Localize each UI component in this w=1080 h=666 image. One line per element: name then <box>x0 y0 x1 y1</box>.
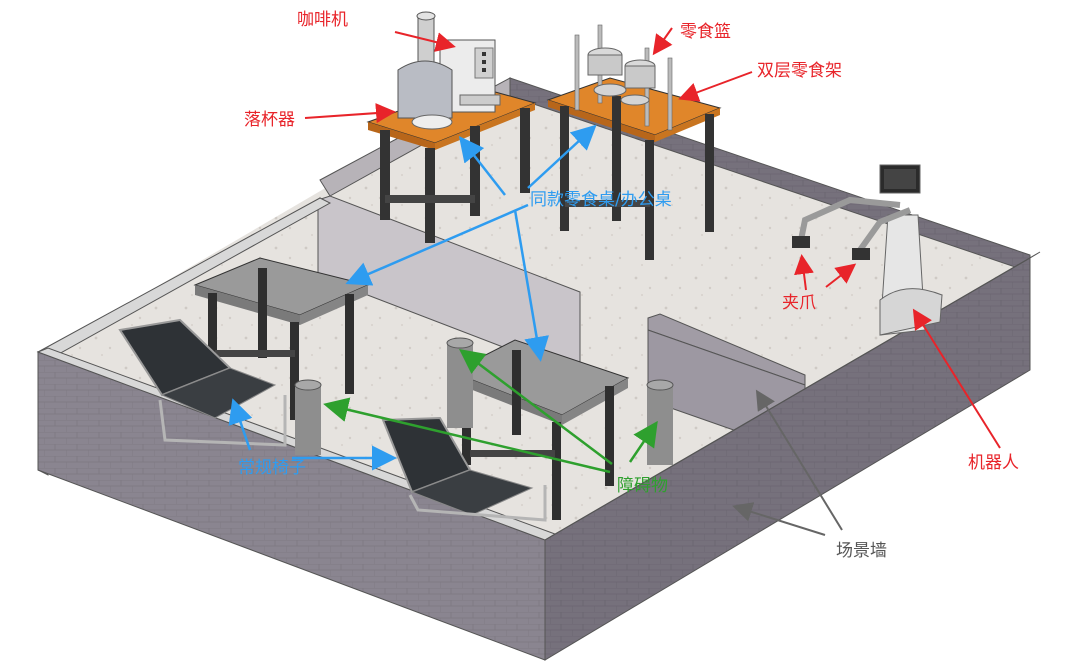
arrow-wall-2 <box>755 389 843 531</box>
arrow-table-4 <box>513 209 549 362</box>
robot <box>792 164 943 336</box>
arrow-table-3 <box>345 203 529 286</box>
label-obstacle: 障碍物 <box>617 476 668 496</box>
label-robot: 机器人 <box>968 453 1019 473</box>
label-snack-basket: 零食篮 <box>680 22 731 42</box>
arrow-double-rack <box>678 71 753 102</box>
arrow-gripper-1 <box>794 254 814 291</box>
label-same-table: 同款零食桌/办公桌 <box>530 190 672 210</box>
snack-table <box>546 77 722 260</box>
arrow-obstacle-1 <box>323 397 611 474</box>
partition-right <box>647 313 806 386</box>
label-coffee-machine: 咖啡机 <box>297 10 348 30</box>
arrow-coffee-machine <box>394 31 456 52</box>
arrow-table-2 <box>527 124 597 189</box>
arrow-table-1 <box>458 136 506 196</box>
arrow-obstacle-2 <box>459 348 613 465</box>
label-double-snack-rack: 双层零食架 <box>757 61 842 81</box>
chair-right <box>381 416 547 522</box>
arrow-chair-1 <box>228 398 253 451</box>
arrow-cup-dropper <box>304 103 396 124</box>
obstacle-cylinder-2 <box>446 337 474 428</box>
arrow-obstacle-3 <box>628 420 658 463</box>
arrow-robot <box>912 308 1001 449</box>
label-gripper: 夹爪 <box>782 293 816 313</box>
label-scene-wall: 场景墙 <box>836 541 887 561</box>
label-regular-chair: 常规椅子 <box>238 458 306 478</box>
obstacle-cylinder-3 <box>646 379 674 465</box>
chair-left <box>118 318 287 447</box>
arrow-snack-basket <box>652 27 673 56</box>
obstacle-cylinder-1 <box>294 379 322 455</box>
arrow-gripper-2 <box>825 263 857 288</box>
arrow-wall-1 <box>732 502 826 536</box>
label-cup-dropper: 落杯器 <box>244 110 295 130</box>
gray-table-left <box>193 257 370 420</box>
double-snack-rack <box>574 24 673 131</box>
cup-dropper <box>397 11 453 130</box>
